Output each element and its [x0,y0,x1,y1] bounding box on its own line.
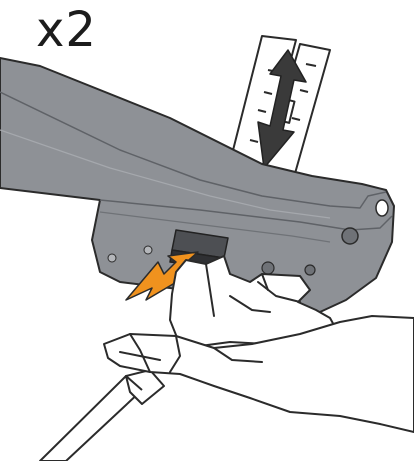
push-rod [40,370,164,461]
